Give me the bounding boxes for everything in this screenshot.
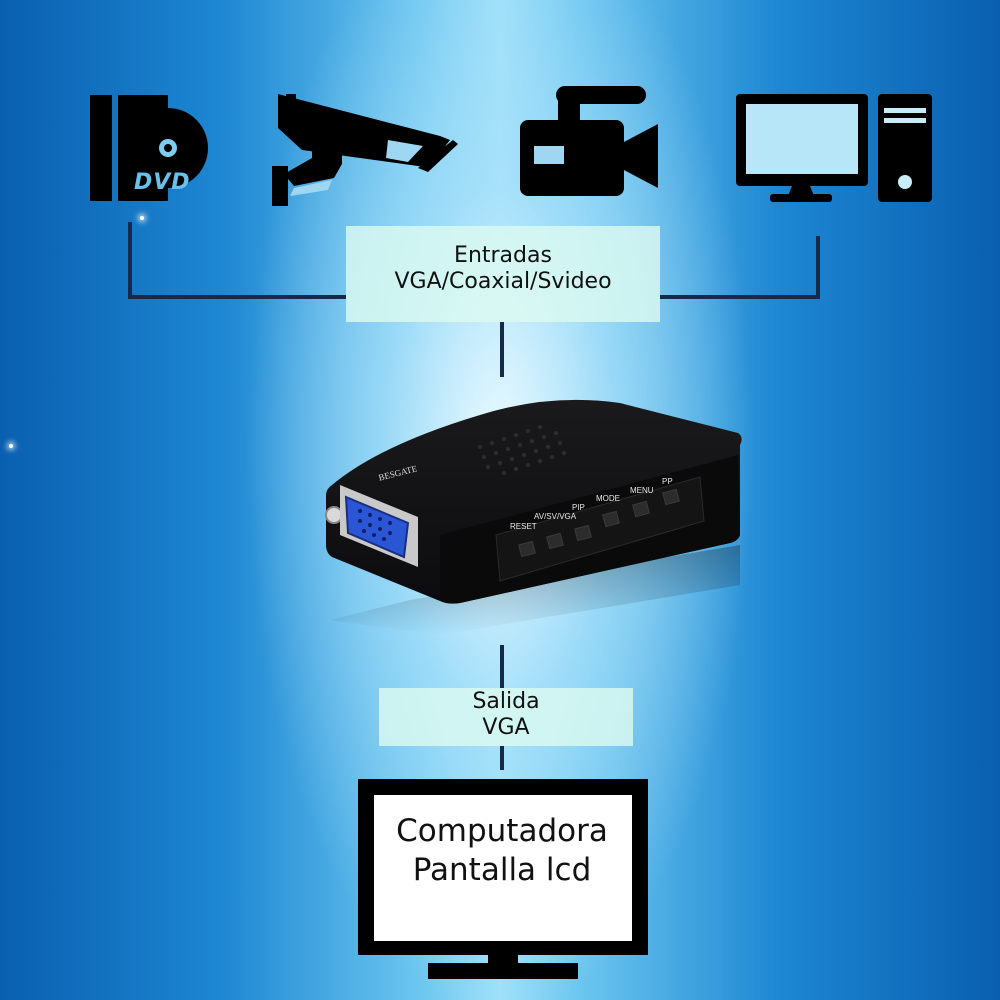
menu-button-label: MENU	[630, 486, 654, 495]
dvd-player-icon	[90, 95, 208, 201]
vga-port	[325, 485, 418, 567]
av-sv-vga-button	[546, 532, 564, 550]
monitor-screen-text: Computadora Pantalla lcd	[372, 812, 632, 890]
mode-button-label: MODE	[596, 494, 620, 503]
vga-converter-device	[325, 399, 742, 635]
reset-button	[518, 540, 536, 558]
reset-button-label: RESET	[510, 522, 537, 531]
monitor-icon	[358, 779, 648, 979]
pip-button-label: PIP	[572, 503, 585, 512]
sparkle	[9, 444, 13, 448]
av-sv-vga-button-label: AV/SV/VGA	[534, 512, 577, 521]
monitor-text-line1: Computadora	[396, 813, 608, 849]
mode-button	[602, 510, 620, 528]
output-label: Salida VGA	[379, 688, 633, 746]
output-label-line1: Salida	[472, 689, 540, 714]
left-input-connector	[128, 222, 346, 299]
sparkle	[140, 216, 144, 220]
pip-button	[574, 524, 592, 542]
pp-button	[662, 488, 680, 506]
dvd-label: DVD	[134, 170, 191, 195]
inputs-label: Entradas VGA/Coaxial/Svideo	[346, 226, 660, 322]
inputs-label-line2: VGA/Coaxial/Svideo	[394, 269, 612, 295]
menu-button	[632, 500, 650, 518]
cctv-camera-icon	[272, 94, 458, 206]
right-input-connector	[660, 236, 820, 299]
video-camera-icon	[520, 86, 658, 196]
inputs-label-line1: Entradas	[454, 243, 552, 268]
pp-button-label: PP	[662, 477, 673, 486]
monitor-text-line2: Pantalla lcd	[412, 851, 592, 888]
output-label-line2: VGA	[482, 715, 530, 741]
desktop-computer-icon	[736, 94, 932, 202]
